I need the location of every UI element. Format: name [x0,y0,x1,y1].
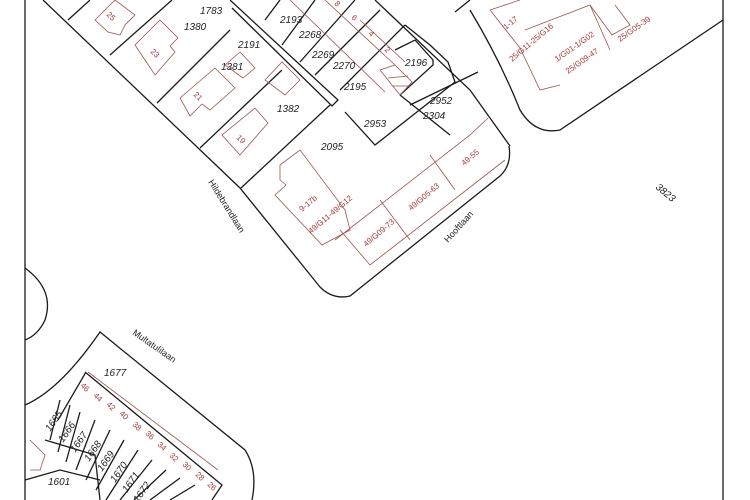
parcel-label: 2270 [332,61,356,72]
house-number: 36 [144,429,157,442]
house-number: 49/G05-63 [407,181,442,213]
house-number: 9-17b [298,193,320,213]
house-number: 6 [350,13,360,23]
house-number: 25/G05-39 [616,14,653,43]
house-number: 26 [206,480,219,493]
street-label-hooftlaan: Hooftlaan [442,209,475,244]
house-number: 46 [79,381,92,394]
parcel-label: 1601 [48,477,70,488]
parcel-boundaries [24,0,724,500]
street-label-multatulilaan: Multatulilaan [131,327,178,364]
parcel-label: 2191 [237,40,260,51]
parcel-label: 2268 [298,30,322,41]
house-number: 38 [131,420,144,433]
parcel-label: 2195 [343,82,367,93]
house-number: 30 [181,460,194,473]
parcel-label: 1381 [221,62,243,73]
parcel-label: 2953 [363,119,387,130]
house-number: 49/G09-73 [362,217,397,249]
parcel-label: 2196 [404,58,428,69]
house-number: 23 [149,47,162,60]
house-number: 34 [156,440,169,453]
parcel-label: 2952 [429,96,453,107]
house-number: 49-55 [460,147,482,167]
parcel-label: 2304 [422,111,446,122]
house-number: 25 [105,10,118,23]
parcel-label: 2269 [311,50,335,61]
house-number: 21 [192,90,205,103]
parcel-label: 2095 [320,142,344,153]
house-number: 19 [235,133,248,146]
house-number: 28 [194,470,207,483]
building-outlines [29,0,631,471]
parcel-label: 2193 [279,15,303,26]
house-number: 32 [168,451,181,464]
house-number: 40 [118,409,131,422]
house-number: 42 [105,400,118,413]
house-number: 2 [383,45,393,55]
house-number: 1-17 [502,14,520,32]
parcel-label: 1380 [184,22,207,33]
parcel-label: 3823 [653,182,677,205]
parcel-label: 1677 [104,368,127,379]
parcel-label: 1382 [277,104,300,115]
parcel-label: 1783 [200,6,223,17]
house-number: 4 [367,29,377,39]
house-number: 44 [92,391,105,404]
house-numbers: 25 23 21 19 8 6 4 2 1-17 25/G11-25/G16 1… [79,0,653,493]
street-label-hildebrandlaan: Hildebrandlaan [206,178,247,235]
house-number: 8 [333,0,343,9]
